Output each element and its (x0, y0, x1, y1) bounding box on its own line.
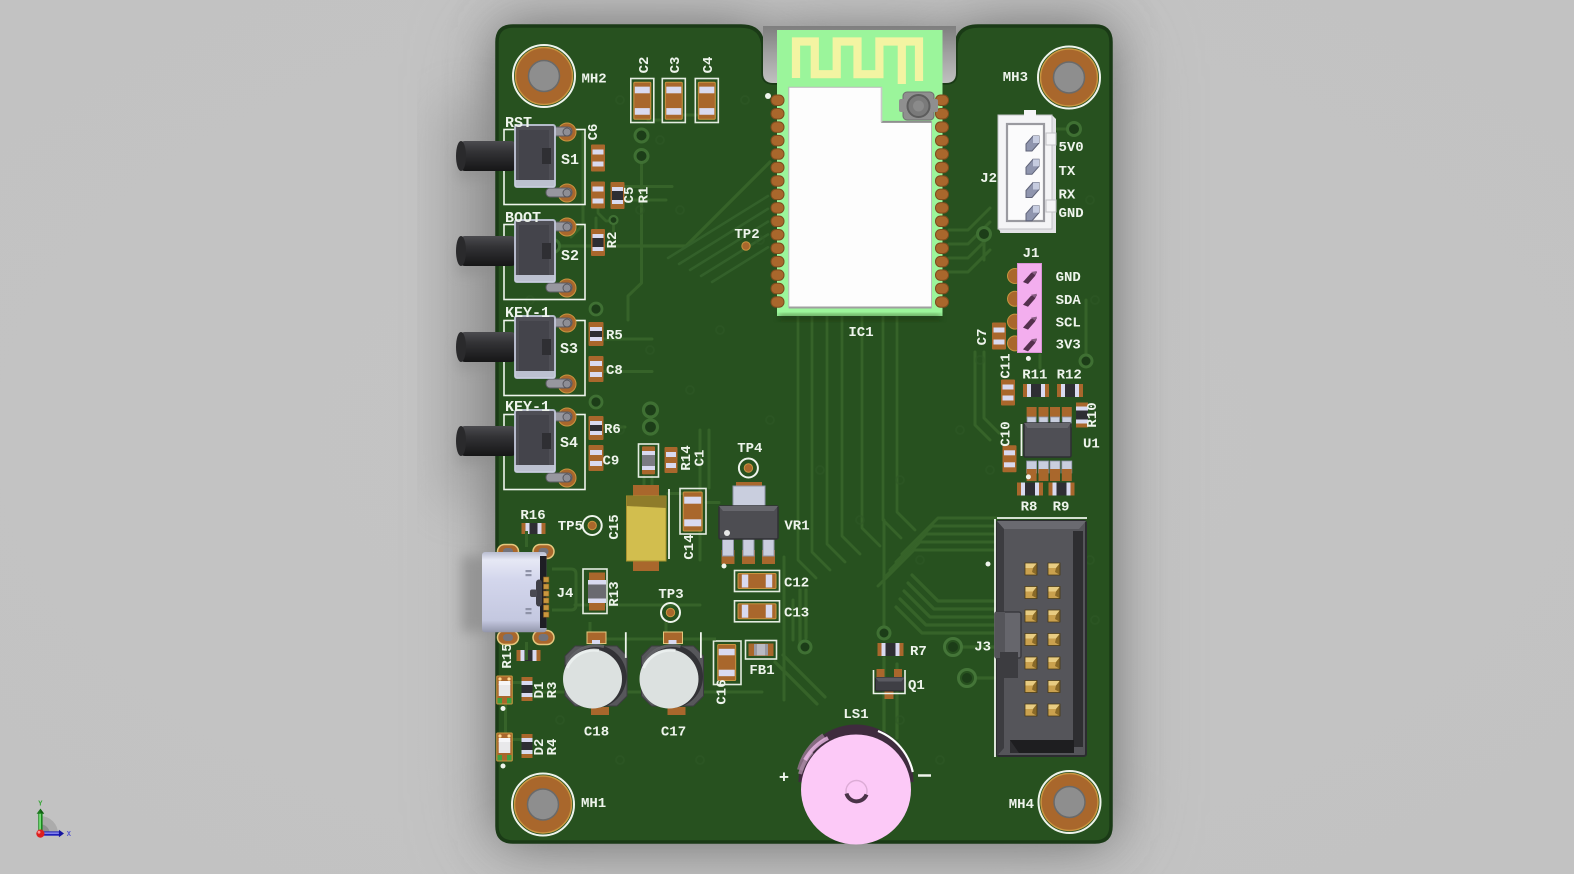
svg-text:S2: S2 (561, 248, 579, 265)
svg-text:RST: RST (505, 115, 532, 132)
svg-text:R1: R1 (637, 187, 653, 204)
svg-text:3V3: 3V3 (1056, 337, 1081, 353)
svg-text:R8: R8 (1021, 500, 1038, 516)
svg-text:C14: C14 (682, 534, 698, 559)
svg-text:5V0: 5V0 (1059, 140, 1084, 156)
svg-text:C6: C6 (586, 124, 602, 141)
svg-text:R15: R15 (500, 643, 516, 668)
svg-text:R3: R3 (545, 682, 561, 699)
svg-text:D2: D2 (532, 739, 548, 756)
svg-text:TP4: TP4 (737, 441, 762, 457)
svg-text:R4: R4 (545, 739, 561, 756)
svg-text:GND: GND (1059, 206, 1084, 222)
svg-text:IC1: IC1 (848, 325, 873, 341)
svg-text:TP5: TP5 (558, 519, 583, 535)
svg-text:R11: R11 (1022, 368, 1047, 384)
svg-text:U1: U1 (1083, 437, 1100, 453)
svg-text:C8: C8 (606, 363, 623, 379)
svg-text:R7: R7 (910, 644, 927, 660)
svg-text:C17: C17 (661, 725, 686, 741)
svg-text:C10: C10 (999, 421, 1015, 446)
svg-text:TP3: TP3 (658, 587, 683, 603)
svg-text:C18: C18 (584, 725, 609, 741)
svg-text:S4: S4 (560, 435, 578, 452)
svg-text:BOOT: BOOT (505, 210, 541, 227)
svg-text:R6: R6 (604, 422, 621, 438)
svg-text:KEY-1: KEY-1 (505, 399, 550, 416)
svg-text:GND: GND (1056, 270, 1081, 286)
svg-text:R14: R14 (679, 445, 695, 470)
svg-text:J4: J4 (557, 586, 574, 602)
svg-text:VR1: VR1 (784, 519, 809, 535)
svg-text:C5: C5 (622, 187, 638, 204)
svg-text:+: + (779, 770, 789, 789)
svg-text:SDA: SDA (1056, 293, 1082, 309)
svg-text:Y: Y (38, 801, 43, 809)
svg-text:R9: R9 (1053, 500, 1070, 516)
svg-text:J2: J2 (980, 171, 997, 187)
svg-text:TX: TX (1059, 164, 1076, 180)
svg-text:D1: D1 (532, 682, 548, 699)
svg-text:R2: R2 (605, 232, 621, 249)
svg-text:TP2: TP2 (734, 227, 759, 243)
svg-text:R10: R10 (1085, 402, 1101, 427)
svg-text:C3: C3 (668, 57, 684, 74)
svg-text:MH2: MH2 (582, 72, 607, 88)
svg-text:J1: J1 (1023, 246, 1040, 262)
svg-text:FB1: FB1 (749, 663, 774, 679)
svg-text:RX: RX (1059, 188, 1076, 204)
svg-text:R5: R5 (606, 328, 623, 344)
svg-text:KEY-1: KEY-1 (505, 305, 550, 322)
svg-text:X: X (67, 831, 72, 839)
svg-text:MH3: MH3 (1003, 70, 1028, 86)
svg-text:C12: C12 (784, 576, 809, 592)
svg-text:C16: C16 (715, 679, 731, 704)
svg-text:C13: C13 (784, 606, 809, 622)
svg-text:S3: S3 (560, 341, 578, 358)
svg-text:R13: R13 (607, 581, 623, 606)
svg-text:R16: R16 (520, 508, 545, 524)
svg-text:J3: J3 (974, 640, 991, 656)
svg-text:C4: C4 (701, 57, 717, 74)
svg-text:C15: C15 (607, 514, 623, 539)
svg-text:MH1: MH1 (581, 796, 606, 812)
svg-text:S1: S1 (561, 152, 579, 169)
svg-text:LS1: LS1 (843, 707, 868, 723)
svg-text:C11: C11 (999, 353, 1015, 378)
svg-text:Q1: Q1 (908, 678, 925, 694)
svg-text:C9: C9 (603, 454, 620, 470)
svg-text:C1: C1 (693, 450, 709, 467)
svg-text:SCL: SCL (1056, 316, 1081, 332)
svg-text:R12: R12 (1057, 368, 1082, 384)
svg-text:C2: C2 (637, 57, 653, 74)
svg-text:C7: C7 (975, 329, 991, 346)
svg-text:MH4: MH4 (1009, 797, 1034, 813)
